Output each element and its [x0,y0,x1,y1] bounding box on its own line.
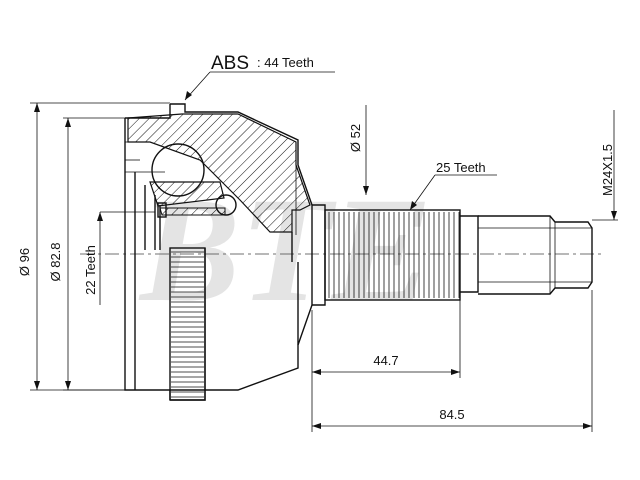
dim-inner-teeth: 22 Teeth [83,211,155,305]
dim-total-length: 84.5 [312,290,593,432]
abs-teeth-label: : 44 Teeth [257,55,314,70]
outer-dia-label: Ø 96 [17,248,32,276]
ball-cage [149,143,237,218]
spline-length-label: 44.7 [373,353,398,368]
dim-thread: M24X1.5 [592,110,618,221]
seal-dia-label: Ø 52 [348,124,363,152]
dim-bore-dia: Ø 82.8 [48,117,125,391]
spline-callout: 25 Teeth [409,160,497,211]
spline-shaft [312,204,593,306]
abs-callout: ABS : 44 Teeth [184,53,335,101]
dim-spline-length: 44.7 [311,300,461,432]
abs-ring-outline [169,247,206,401]
total-length-label: 84.5 [439,407,464,422]
inner-teeth-label: 22 Teeth [83,245,98,295]
abs-label: ABS [211,53,249,74]
spline-teeth-label: 25 Teeth [436,160,486,175]
dim-seal-dia: Ø 52 [348,105,369,195]
thread-label: M24X1.5 [600,144,615,196]
outer-housing [124,103,313,401]
spline-teeth [328,212,460,298]
bore-dia-label: Ø 82.8 [48,242,63,281]
abs-tone-ring [169,247,206,401]
